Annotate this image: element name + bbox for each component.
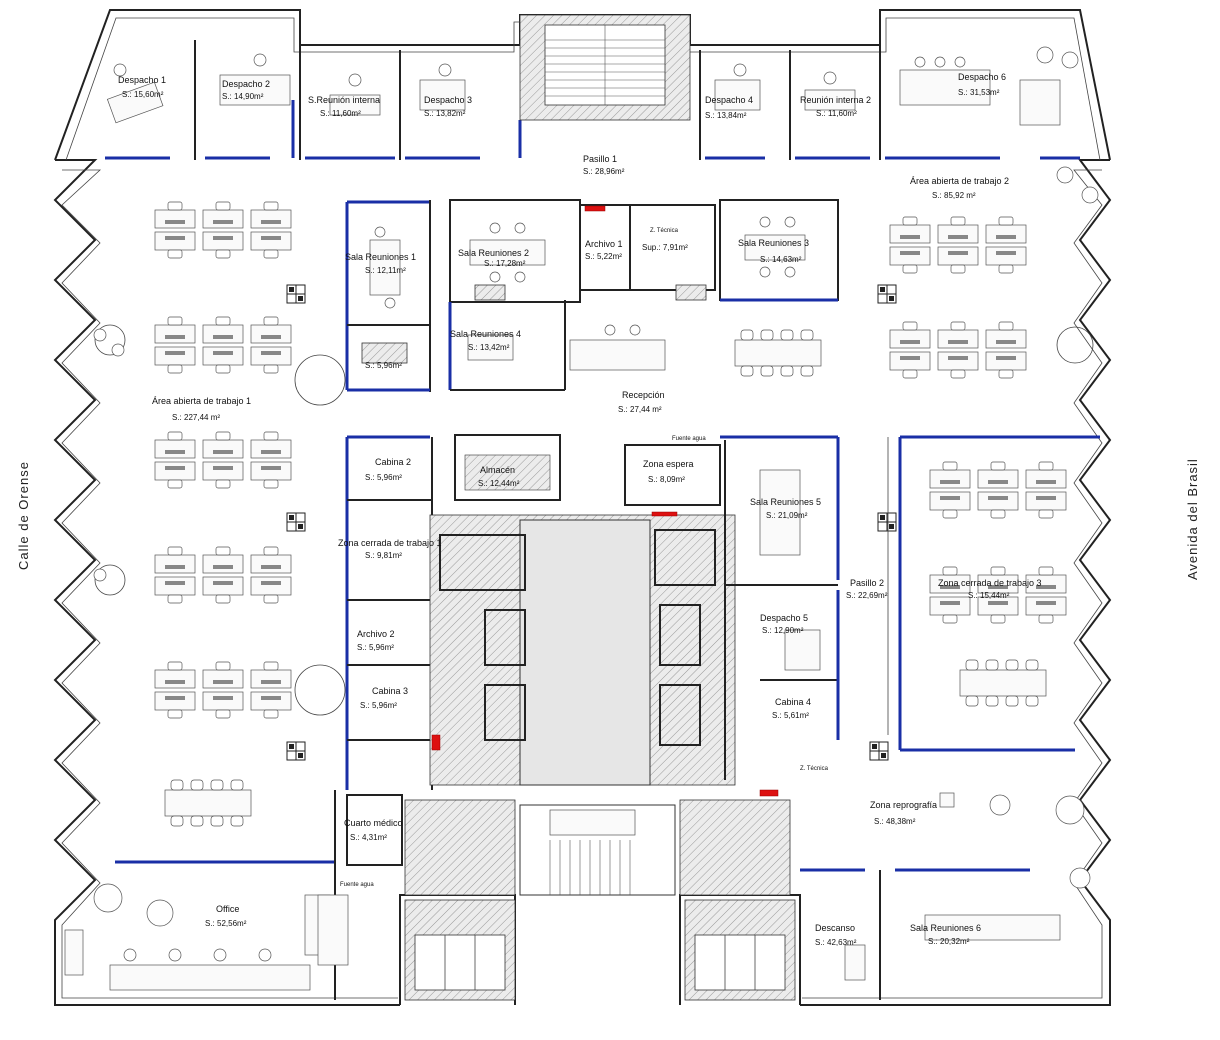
room-archivo1-name: Archivo 1 [585,239,623,249]
room-reunion-interna1-area: S.: 11,60m² [320,109,361,118]
room-despacho5-area: S.: 12,90m² [762,626,804,635]
street-left-label: Calle de Orense [16,461,31,570]
room-descanso-area: S.: 42,63m² [815,938,857,947]
room-descanso-name: Descanso [815,923,855,933]
room-reunion-interna2-area: S.: 11,60m² [816,109,857,118]
top-offices [105,14,1080,160]
room-sala-reuniones6-name: Sala Reuniones 6 [910,923,981,933]
open-area-2-desks [734,166,1099,707]
room-sala-reuniones1-area: S.: 12,11m² [365,266,406,275]
room-zona-reprografia-name: Zona reprografía [870,800,937,810]
room-sala-reuniones4-area: S.: 13,42m² [468,343,510,352]
room-cabina4-name: Cabina 4 [775,697,811,707]
room-area-abierta1-area: S.: 227,44 m² [172,413,220,422]
room-archivo2-name: Archivo 2 [357,629,395,639]
room-sala-reuniones2-name: Sala Reuniones 2 [458,248,529,258]
central-meeting-rooms [345,199,839,392]
room-zona-cerrada3-name: Zona cerrada de trabajo 3 [938,578,1042,588]
room-z-tecnica-area: Sup.: 7,91m² [642,243,688,252]
room-cabina-small-top-area: S.: 5,96m² [365,361,402,370]
room-despacho6-area: S.: 31,53m² [958,88,1000,97]
room-pasillo1-area: S.: 28,96m² [583,167,625,176]
street-right-label: Avenida del Brasil [1185,458,1200,580]
room-reunion-interna1-name: S.Reunión interna [308,95,380,105]
room-labels: Despacho 1 S.: 15,60m² Despacho 2 S.: 14… [118,72,1042,947]
room-cuarto-medico-area: S.: 4,31m² [350,833,387,842]
room-sala-reuniones3-area: S.: 14,63m² [760,255,802,264]
room-despacho2-name: Despacho 2 [222,79,270,89]
room-area-abierta2-name: Área abierta de trabajo 2 [910,176,1009,186]
room-sala-reuniones3-name: Sala Reuniones 3 [738,238,809,248]
room-sala-reuniones6-area: S.: 20,32m² [928,937,970,946]
room-zona-espera-area: S.: 8,09m² [648,475,685,484]
room-despacho1-name: Despacho 1 [118,75,166,85]
room-sala-reuniones1-name: Sala Reuniones 1 [345,252,416,262]
room-office-name: Office [216,904,239,914]
note-fuente-agua-1: Fuente agua [672,436,706,442]
room-despacho3-top-area: S.: 13,82m² [424,109,466,118]
room-despacho6-name: Despacho 6 [958,72,1006,82]
room-area-abierta2-area: S.: 85,92 m² [932,191,976,200]
room-despacho2-area: S.: 14,90m² [222,92,264,101]
room-office-area: S.: 52,56m² [205,919,247,928]
room-pasillo1-name: Pasillo 1 [583,154,617,164]
room-z-tecnica-name: Z. Técnica [650,228,679,234]
room-almacen-area: S.: 12,44m² [478,479,520,488]
room-recepcion-name: Recepción [622,390,665,400]
room-sala-reuniones5-name: Sala Reuniones 5 [750,497,821,507]
room-pasillo2-name: Pasillo 2 [850,578,884,588]
room-zona-espera-name: Zona espera [643,459,694,469]
room-pasillo2-area: S.: 22,69m² [846,591,888,600]
room-reunion-interna2-name: Reunión interna 2 [800,95,871,105]
room-area-abierta1-name: Área abierta de trabajo 1 [152,396,251,406]
room-despacho4-area: S.: 13,84m² [705,111,747,120]
room-despacho5-name: Despacho 5 [760,613,808,623]
central-core [345,434,1100,797]
room-archivo2-area: S.: 5,96m² [357,643,394,652]
room-cabina3-name: Cabina 3 [372,686,408,696]
room-archivo1-area: S.: 5,22m² [585,252,622,261]
room-zona-cerrada1-area: S.: 9,81m² [365,551,402,560]
room-zona-cerrada3-area: S.: 15,44m² [968,591,1010,600]
room-zona-reprografia-area: S.: 48,38m² [874,817,916,826]
room-cabina2-area: S.: 5,96m² [365,473,402,482]
room-despacho4-name: Despacho 4 [705,95,753,105]
room-despacho1-area: S.: 15,60m² [122,90,164,99]
room-cabina2-name: Cabina 2 [375,457,411,467]
room-recepcion-area: S.: 27,44 m² [618,405,662,414]
room-cabina4-area: S.: 5,61m² [772,711,809,720]
room-cuarto-medico-name: Cuarto médico [344,818,403,828]
room-almacen-name: Almacén [480,465,515,475]
room-cabina3-area: S.: 5,96m² [360,701,397,710]
lower-section [64,790,1091,1001]
open-area-1-desks [93,202,346,827]
note-z-tecnica-2: Z. Técnica [800,766,829,772]
note-fuente-agua-2: Fuente agua [340,882,374,888]
room-sala-reuniones2-area: S.: 17,28m² [484,259,526,268]
room-despacho3-top-name: Despacho 3 [424,95,472,105]
room-sala-reuniones4-name: Sala Reuniones 4 [450,329,521,339]
room-zona-cerrada1-name: Zona cerrada de trabajo 1 [338,538,442,548]
room-sala-reuniones5-area: S.: 21,09m² [766,511,808,520]
